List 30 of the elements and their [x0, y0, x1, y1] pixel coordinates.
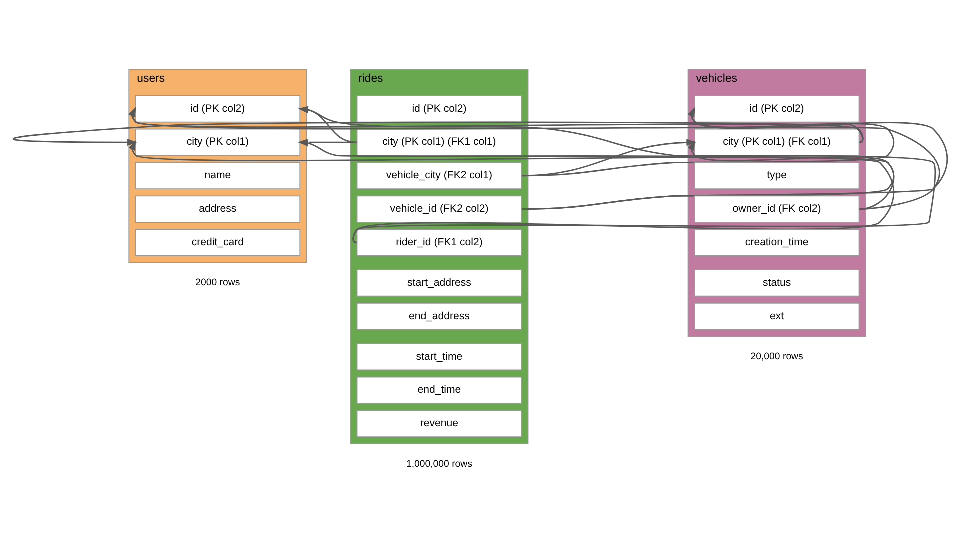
- node-box: vehicle_city (FK2 col1): [356, 162, 522, 190]
- node-label: 1,000,000 rows: [406, 458, 472, 470]
- node-label: 20,000 rows: [750, 352, 804, 362]
- node-box: end_time: [356, 376, 522, 404]
- node-box: city (PK col1) (FK col1): [694, 128, 860, 156]
- node-box: id (PK col2): [135, 95, 301, 123]
- node-box: id (PK col2): [694, 95, 860, 123]
- arrow: [522, 107, 948, 210]
- node-box: revenue: [356, 410, 522, 438]
- node-box: creation_time: [694, 229, 860, 256]
- node-box: rider_id (FK1 col2): [356, 229, 522, 256]
- node-box: status: [694, 270, 860, 297]
- node-box: start_time: [356, 343, 522, 371]
- node-box: end_address: [356, 302, 522, 330]
- arrow: [522, 107, 894, 177]
- arrow: [522, 139, 697, 177]
- node-box: vehicle_id (FK2 col2): [356, 196, 522, 223]
- arrow: [128, 140, 895, 210]
- node-box: id (PK col2): [356, 95, 522, 123]
- node-box: start_address: [356, 270, 522, 297]
- node-box: ext: [694, 302, 860, 330]
- node-box: owner_id (FK col2): [694, 196, 860, 223]
- node-label: 2000 rows: [196, 278, 240, 289]
- node-box: address: [135, 196, 301, 223]
- node-box: name: [135, 162, 301, 190]
- node-box: type: [694, 162, 860, 190]
- arrow: [522, 140, 894, 210]
- node-box: city (PK col1) (FK1 col1): [356, 128, 522, 156]
- node-box: credit_card: [135, 229, 301, 256]
- node-box: city (PK col1): [135, 128, 301, 156]
